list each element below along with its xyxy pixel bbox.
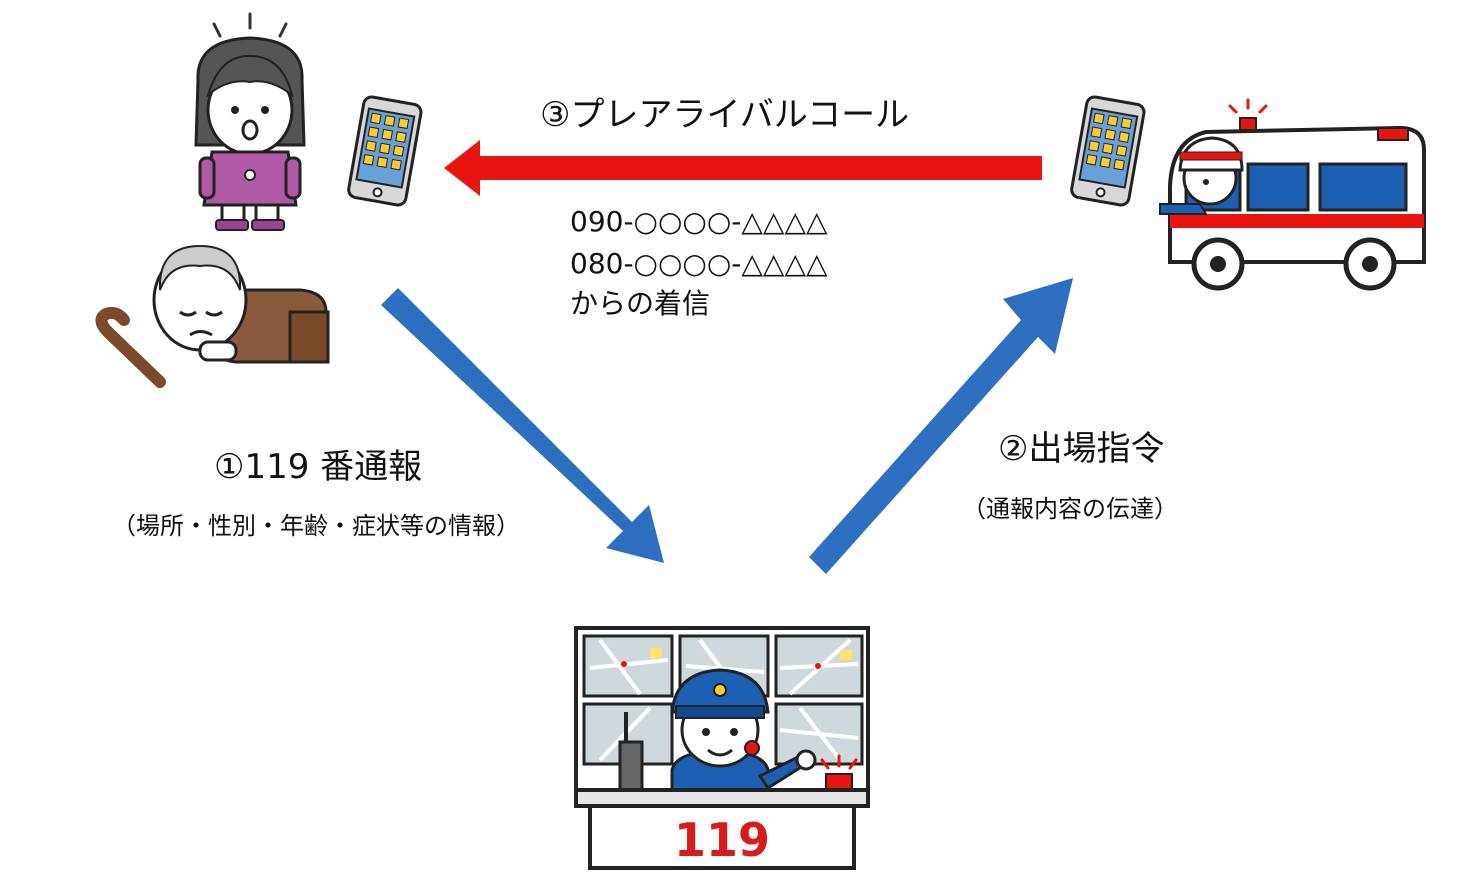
elderly-man-illustration xyxy=(95,244,330,388)
step3-label: ③プレアライバルコール xyxy=(540,95,910,135)
step2-label: ②出場指令 xyxy=(998,429,1165,469)
step1-detail: （場所・性別・年齢・症状等の情報） xyxy=(112,512,520,540)
emergency-call-arrow xyxy=(381,288,664,563)
dispatch-order-arrow xyxy=(809,278,1073,574)
phone-number-1: 090-○○○○-△△△△ xyxy=(570,205,828,238)
ambulance-illustration xyxy=(1159,98,1426,291)
caller-woman-illustration xyxy=(194,12,306,231)
dispatch-center-illustration xyxy=(574,626,870,870)
phone-number-2: 080-○○○○-△△△△ xyxy=(570,247,828,280)
ambulance-smartphone-icon xyxy=(1070,95,1146,207)
incoming-call-note: からの着信 xyxy=(570,287,711,320)
step1-label: ①119 番通報 xyxy=(214,447,423,487)
prearrival-call-arrow xyxy=(444,140,1042,196)
dispatch-desk-number: 119 xyxy=(674,813,770,867)
caller-smartphone-icon xyxy=(347,95,423,207)
step2-detail: （通報内容の伝達） xyxy=(962,495,1178,523)
